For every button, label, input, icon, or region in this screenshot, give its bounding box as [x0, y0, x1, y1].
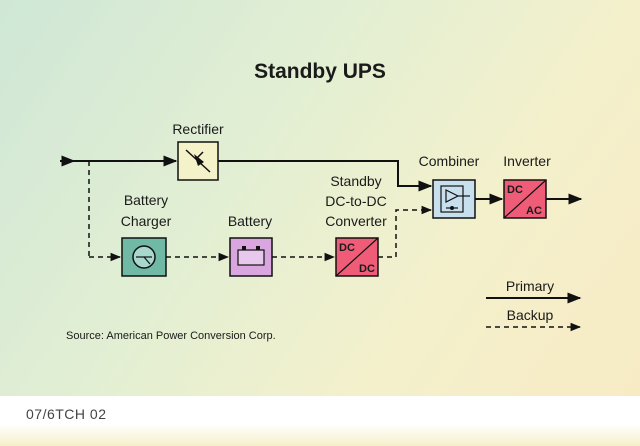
inverter-ac-label: AC — [526, 205, 542, 217]
legend: Primary Backup — [486, 278, 582, 332]
combiner-label: Combiner — [419, 153, 480, 169]
diagram-title: Standby UPS — [254, 60, 386, 83]
converter-label-line3: Converter — [325, 213, 387, 229]
converter-block — [335, 237, 379, 277]
battery-charger-label-line1: Battery — [124, 192, 168, 208]
converter-label-line1: Standby — [330, 173, 381, 189]
diode-icon — [194, 154, 204, 166]
converter-label-line2: DC-to-DC — [325, 193, 386, 209]
inverter-dc-label: DC — [507, 184, 523, 196]
converter-dc-top: DC — [339, 242, 355, 254]
inverter-block — [503, 179, 547, 219]
figure-code: 07/6TCH 02 — [26, 406, 107, 422]
converter-dc-bottom: DC — [359, 263, 375, 275]
rectifier-block — [177, 141, 219, 181]
legend-backup-label: Backup — [507, 307, 554, 323]
battery-icon — [237, 249, 265, 266]
legend-primary-label: Primary — [506, 278, 554, 294]
combiner-switch-icon — [445, 189, 460, 203]
battery-label: Battery — [228, 213, 272, 229]
battery-charger-label-line2: Charger — [121, 213, 172, 229]
inverter-label: Inverter — [503, 153, 551, 169]
rectifier-label: Rectifier — [172, 121, 224, 137]
battery-charger-block — [121, 237, 167, 277]
source-note: Source: American Power Conversion Corp. — [66, 330, 276, 342]
battery-block — [229, 237, 273, 277]
primary-line-to-combiner — [218, 160, 433, 192]
ups-diagram: Standby UPS Rectifier Battery Charger Ba… — [60, 60, 583, 342]
combiner-block — [432, 179, 476, 219]
backup-line-to-combiner — [378, 205, 433, 258]
footer-strip — [0, 396, 640, 446]
